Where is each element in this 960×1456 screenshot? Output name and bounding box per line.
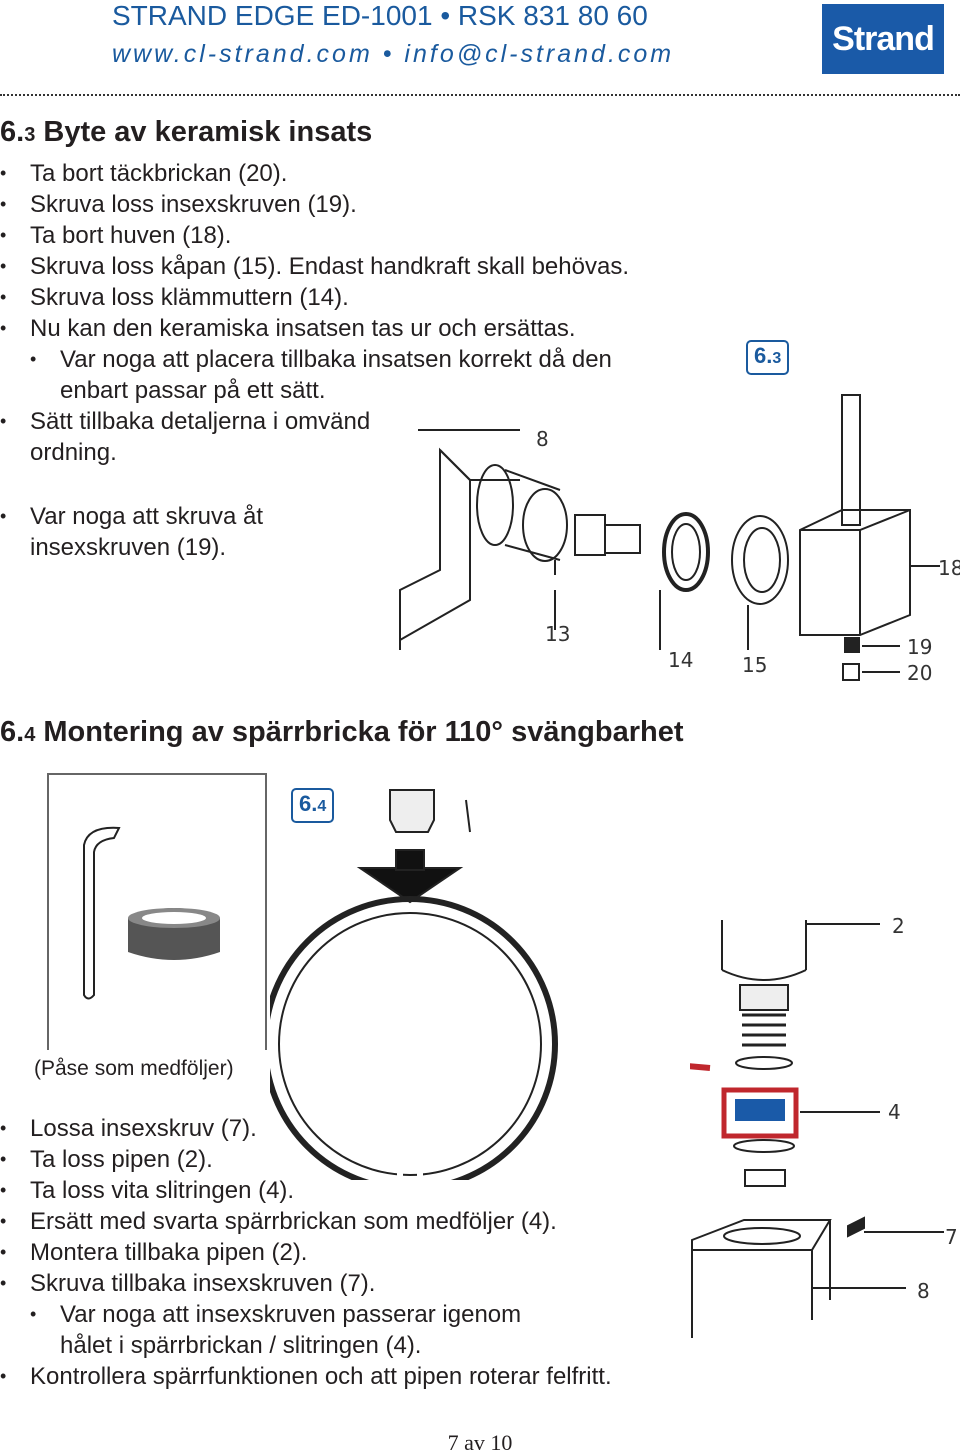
section-6-3-note: Var noga att skruva åt insexskruven (19)… — [0, 501, 263, 563]
label-13: 13 — [545, 622, 570, 646]
lock-washer-icon — [128, 908, 220, 960]
step-item: Sätt tillbaka detaljerna i omvänd — [0, 406, 629, 437]
wall-box — [399, 447, 471, 650]
label-8: 8 — [917, 1279, 930, 1303]
step-item: Skruva loss insexskruven (19). — [0, 189, 629, 220]
section-subnumber: 3 — [24, 124, 36, 146]
step-text: insexskruven (19). — [30, 534, 227, 561]
label-8: 8 — [536, 427, 549, 451]
label-18: 18 — [938, 556, 960, 580]
badge-subnumber: 3 — [772, 350, 782, 367]
step-item: Montera tillbaka pipen (2). — [0, 1237, 612, 1268]
logo-text: Strand — [832, 20, 935, 58]
label-7: 7 — [945, 1225, 958, 1249]
step-item: Ersätt med svarta spärrbrickan som medfö… — [0, 1206, 612, 1237]
step-item: Skruva tillbaka insexskruven (7). — [0, 1268, 612, 1299]
step-item: Ta loss vita slitringen (4). — [0, 1175, 612, 1206]
label-15: 15 — [742, 653, 767, 677]
section-6-4-heading: 6.4 Montering av spärrbricka för 110° sv… — [0, 716, 684, 749]
label-20: 20 — [907, 661, 932, 685]
section-title: Byte av keramisk insats — [43, 116, 373, 148]
step-item: Lossa insexskruv (7). — [0, 1113, 612, 1144]
header-divider — [0, 94, 960, 96]
page-number: 7 av 10 — [447, 1430, 513, 1455]
badge-number: 6. — [299, 791, 318, 816]
step-item-cont: ordning. — [0, 437, 629, 468]
lock-ring-diagram — [270, 789, 558, 1180]
section-number: 6. — [0, 116, 25, 148]
section-6-3-heading: 6.3 Byte av keramisk insats — [0, 116, 372, 149]
brand-logo: Strand — [822, 4, 944, 74]
step-text: ordning. — [30, 439, 117, 466]
section-number: 6. — [0, 716, 25, 748]
contact-line: www.cl-strand.com • info@cl-strand.com — [112, 40, 675, 68]
section-6-4-steps: Lossa insexskruv (7). Ta loss pipen (2).… — [0, 1113, 612, 1392]
step-item: Kontrollera spärrfunktionen och att pipe… — [0, 1361, 612, 1392]
badge-subnumber: 4 — [317, 798, 327, 815]
step-item: Ta loss pipen (2). — [0, 1144, 612, 1175]
label-4: 4 — [888, 1100, 901, 1124]
bag-caption: (Påse som medföljer) — [34, 1057, 234, 1080]
figure-badge-6-3: 6.3 — [746, 340, 790, 375]
document-title: STRAND EDGE ED-1001 • RSK 831 80 60 — [112, 0, 648, 31]
spout-assembly: 2 4 7 8 — [690, 914, 958, 1338]
badge-number: 6. — [754, 343, 773, 368]
exploded-view-6-3: 8 18 13 14 15 19 20 — [399, 394, 960, 685]
accessory-bag — [47, 773, 267, 1050]
step-item: Ta bort huven (18). — [0, 220, 629, 251]
step-item: Skruva loss kåpan (15). Endast handkraft… — [0, 251, 629, 282]
step-item: Skruva loss klämmuttern (14). — [0, 282, 629, 313]
lock-washer-part — [735, 1099, 785, 1121]
step-note-cont: enbart passar på ett sätt. — [0, 375, 629, 406]
step-note: Var noga att insexskruven passerar igeno… — [0, 1299, 612, 1330]
figure-badge-6-4: 6.4 — [291, 788, 335, 823]
label-2: 2 — [892, 914, 905, 938]
section-subnumber: 4 — [24, 724, 36, 746]
label-14: 14 — [668, 648, 693, 672]
step-note-text: enbart passar på ett sätt. — [60, 377, 326, 404]
step-item: Nu kan den keramiska insatsen tas ur och… — [0, 313, 629, 344]
step-note-text: hålet i spärrbrickan / slitringen (4). — [60, 1332, 422, 1359]
step-note-cont: hålet i spärrbrickan / slitringen (4). — [0, 1330, 612, 1361]
grub-screw-icon — [389, 789, 435, 833]
step-item-cont: insexskruven (19). — [0, 532, 263, 563]
highlight-frame — [721, 1087, 799, 1139]
step-item: Ta bort täckbrickan (20). — [0, 158, 629, 189]
section-6-3-steps: Ta bort täckbrickan (20). Skruva loss in… — [0, 158, 629, 468]
hex-key-icon — [83, 826, 121, 1000]
step-note: Var noga att placera tillbaka insatsen k… — [0, 344, 629, 375]
section-title: Montering av spärrbricka för 110° svängb… — [43, 716, 684, 748]
label-19: 19 — [907, 635, 932, 659]
step-item: Var noga att skruva åt — [0, 501, 263, 532]
